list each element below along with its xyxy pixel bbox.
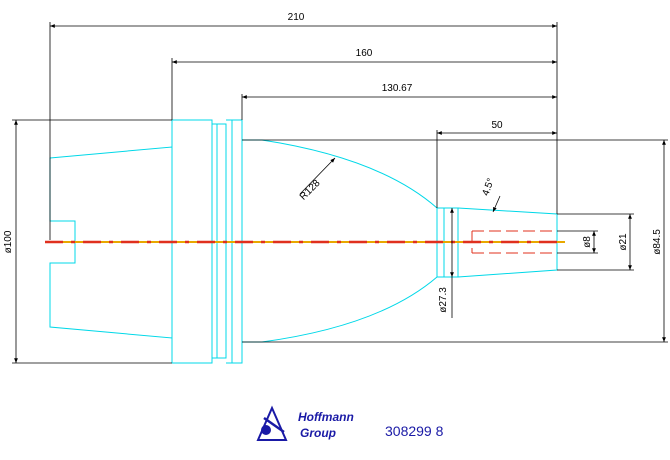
dim-radius: R128 [298,178,323,203]
dim-overall-length: 210 [288,12,305,23]
dim-length-collar: 130.67 [382,83,413,94]
logo-line2: Group [300,426,336,440]
hoffmann-triangle-logo-icon [256,405,288,441]
part-number: 308299 8 [385,423,444,439]
dim-tip-diameter: ø21 [618,233,629,251]
dim-nose-diameter: ø84.5 [652,229,663,255]
angle-leader [492,195,501,213]
dimension-lines [12,22,668,364]
dim-taper-angle: 4.5° [480,177,496,198]
dim-bore-diameter: ø8 [582,236,593,248]
dim-neck-diameter: ø27.3 [438,287,449,313]
logo-line1: Hoffmann [298,410,354,424]
dim-length-flange: 160 [356,48,373,59]
radius-leader [299,157,336,195]
dim-body-diameter: ø100 [3,230,14,253]
dim-nose-length: 50 [491,120,503,131]
